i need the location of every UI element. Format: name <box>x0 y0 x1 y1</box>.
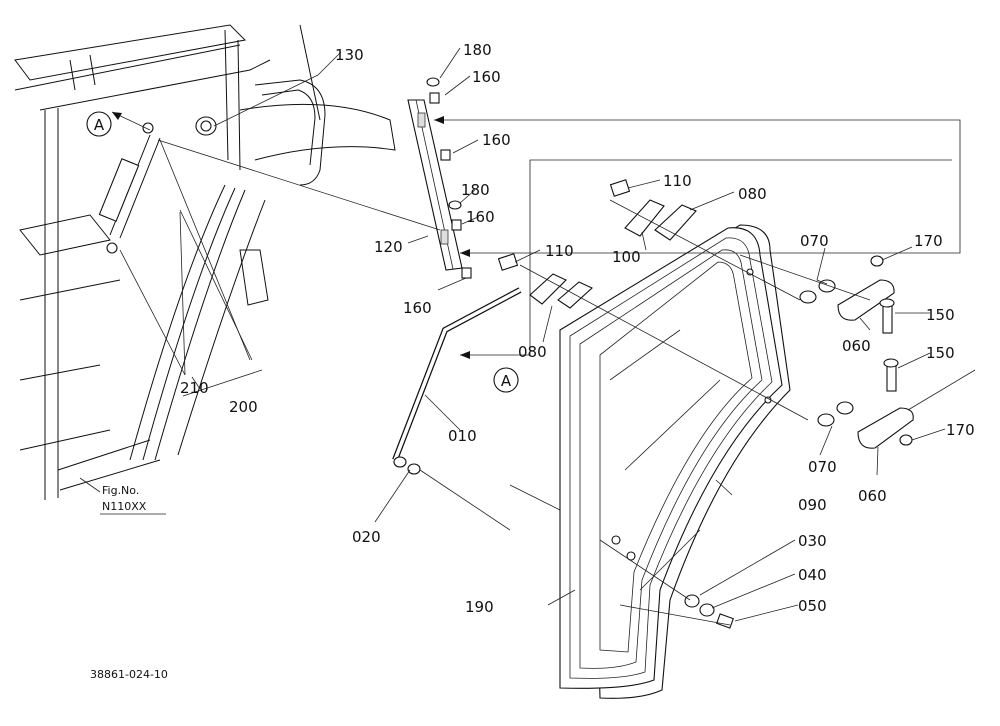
callout-030: 030 <box>798 532 827 550</box>
callout-110: 110 <box>545 242 574 260</box>
callout-160: 160 <box>472 68 501 86</box>
callout-100: 100 <box>612 248 641 266</box>
bottom-fasteners <box>684 594 734 629</box>
callout-070: 070 <box>800 232 829 250</box>
reference-marker-a-upper: A <box>86 111 112 137</box>
callout-080: 080 <box>518 343 547 361</box>
callout-010: 010 <box>448 427 477 445</box>
callout-060: 060 <box>858 487 887 505</box>
latch-hardware <box>799 255 914 449</box>
callout-080: 080 <box>738 185 767 203</box>
callout-160: 160 <box>482 131 511 149</box>
callout-070: 070 <box>808 458 837 476</box>
callout-160: 160 <box>466 208 495 226</box>
cab-frame <box>14 24 396 500</box>
callout-170: 170 <box>946 421 975 439</box>
callout-180: 180 <box>463 41 492 59</box>
callout-210: 210 <box>180 379 209 397</box>
callout-190: 190 <box>465 598 494 616</box>
callout-170: 170 <box>914 232 943 250</box>
callout-050: 050 <box>798 597 827 615</box>
door-glass <box>559 224 791 699</box>
callout-120: 120 <box>374 238 403 256</box>
callout-180: 180 <box>461 181 490 199</box>
callout-150: 150 <box>926 306 955 324</box>
reference-marker-a-lower: A <box>493 367 519 393</box>
callout-150: 150 <box>926 344 955 362</box>
callout-020: 020 <box>352 528 381 546</box>
window-rail-120 <box>407 99 463 271</box>
callout-090: 090 <box>798 496 827 514</box>
callout-labels: 130 180 160 160 180 160 120 160 110 080 … <box>180 41 975 616</box>
callout-040: 040 <box>798 566 827 584</box>
marker-a-label: A <box>501 372 512 390</box>
grommet-130 <box>195 116 217 136</box>
handle-bar-010 <box>392 287 522 475</box>
rail-fasteners <box>426 77 472 279</box>
callout-060: 060 <box>842 337 871 355</box>
fig-ref-line1: Fig.No. <box>102 484 139 497</box>
drawing-number: 38861-024-10 <box>90 668 168 681</box>
callout-160: 160 <box>403 299 432 317</box>
callout-200: 200 <box>229 398 258 416</box>
marker-a-label: A <box>94 116 105 134</box>
fig-ref-line2: N110XX <box>102 500 147 513</box>
figure-reference: Fig.No. N110XX <box>100 484 166 515</box>
callout-130: 130 <box>335 46 364 64</box>
leader-lines <box>79 47 976 626</box>
callout-110: 110 <box>663 172 692 190</box>
